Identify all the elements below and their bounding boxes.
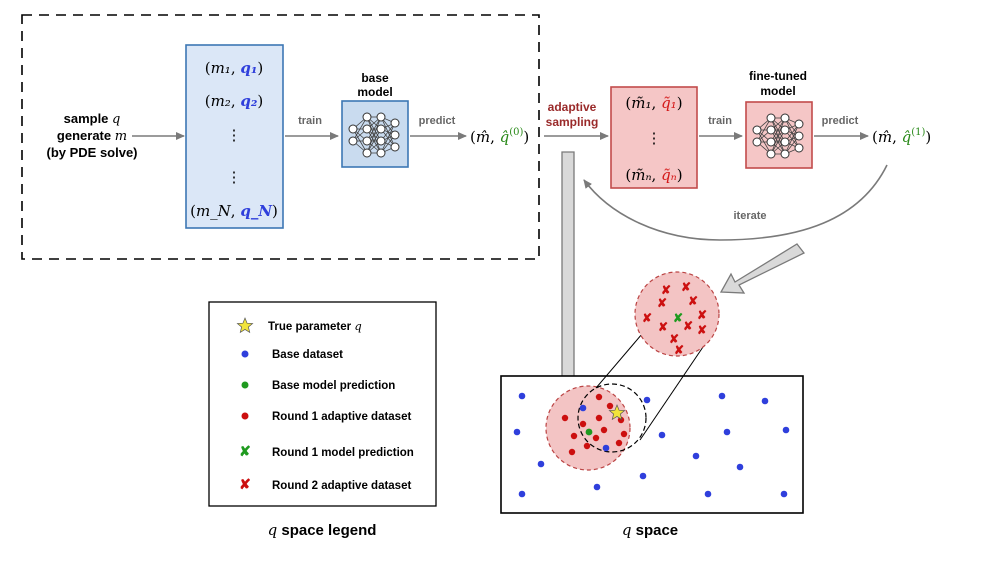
zoom-line-2 — [639, 343, 706, 441]
svg-text:sample q: sample q — [64, 111, 121, 127]
svg-text:generate m: generate m — [57, 128, 127, 144]
svg-text:Round 1 model prediction: Round 1 model prediction — [272, 447, 414, 459]
svg-text:(m̃ₙ, q̃ₙ): (m̃ₙ, q̃ₙ) — [625, 166, 682, 184]
fine-tuned-model-label: fine-tuned — [749, 69, 807, 83]
green-x-icon: ✘ — [239, 443, 251, 459]
iterate-arrow — [583, 164, 888, 241]
base-dataset-entries: (m₁, q₁) (m₂, q₂) ⋮ ⋮ (m_N, q_N) — [190, 59, 278, 220]
svg-text:✘: ✘ — [683, 319, 693, 333]
svg-text:(m_N, q_N): (m_N, q_N) — [190, 202, 278, 220]
svg-text:✘: ✘ — [658, 320, 668, 334]
red-x-icon: ✘ — [239, 476, 251, 492]
svg-text:✘: ✘ — [669, 332, 679, 346]
qspace-round1-points — [561, 393, 628, 456]
predict-label-base: predict — [419, 115, 456, 127]
green-dot-icon — [241, 381, 249, 389]
legend-box — [208, 301, 437, 507]
zoom-line-1 — [595, 333, 643, 389]
base-dataset-box — [185, 44, 284, 229]
base-model-prediction-point — [585, 428, 593, 436]
base-training-region — [21, 14, 540, 260]
adaptive-dataset-box — [610, 86, 698, 189]
round1-adaptive-region — [545, 385, 631, 471]
train-label-base: train — [298, 115, 322, 127]
adaptive-dataset-entries: (m̃₁, q̃₁) ⋮ (m̃ₙ, q̃ₙ) — [625, 94, 682, 184]
svg-text:✘: ✘ — [674, 343, 684, 357]
base-model-output: (m̂, q̂(0)) — [470, 127, 529, 146]
svg-text:Round 2 adaptive dataset: Round 2 adaptive dataset — [272, 480, 411, 492]
svg-text:⋮: ⋮ — [227, 126, 242, 144]
svg-text:(m₁, q₁): (m₁, q₁) — [205, 59, 264, 77]
qspace-base-points — [513, 392, 790, 498]
adaptive-sampling-label: adaptive — [548, 100, 597, 114]
qspace-caption: q space — [622, 521, 678, 539]
legend-caption: q space legend — [268, 521, 377, 539]
svg-text:✘: ✘ — [681, 280, 691, 294]
svg-text:Round 1 adaptive dataset: Round 1 adaptive dataset — [272, 411, 411, 423]
svg-text:✘: ✘ — [688, 294, 698, 308]
base-model-label-2: model — [357, 85, 392, 99]
true-parameter-star — [608, 404, 626, 421]
svg-text:✘: ✘ — [642, 311, 652, 325]
red-dot-icon — [241, 412, 249, 420]
adaptive-to-qspace-arrow — [551, 151, 585, 401]
svg-text:Base dataset: Base dataset — [272, 349, 343, 361]
round2-adaptive-points: ✘✘ ✘✘ ✘✘ ✘✘ ✘✘ ✘ — [642, 280, 707, 357]
svg-text:(m̃₁, q̃₁): (m̃₁, q̃₁) — [625, 94, 682, 112]
predict-label-finetune: predict — [822, 115, 859, 127]
svg-text:✘: ✘ — [697, 323, 707, 337]
svg-text:⋮: ⋮ — [227, 168, 242, 186]
zoom-focus-circle — [577, 383, 647, 453]
round2-zoom-region — [634, 271, 720, 357]
svg-text:✘: ✘ — [697, 308, 707, 322]
adaptive-sampling-label-2: sampling — [546, 115, 599, 129]
base-model-label: base — [361, 71, 389, 85]
svg-text:(by PDE solve): (by PDE solve) — [46, 145, 137, 160]
iterate-label: iterate — [733, 210, 766, 222]
input-block: sample q generate m (by PDE solve) — [46, 111, 137, 160]
svg-text:✘: ✘ — [657, 296, 667, 310]
blue-dot-icon — [241, 350, 249, 358]
iterate-to-zoom-arrow — [719, 243, 806, 294]
qspace-box — [500, 375, 804, 514]
fine-tuned-model-label-2: model — [760, 84, 795, 98]
legend-items: True parameter q Base dataset Base model… — [236, 317, 414, 492]
round1-model-prediction-point: ✘ — [673, 311, 683, 325]
svg-text:⋮: ⋮ — [647, 129, 662, 147]
svg-text:True parameter q: True parameter q — [268, 319, 362, 333]
train-label-finetune: train — [708, 115, 732, 127]
svg-text:(m₂, q₂): (m₂, q₂) — [205, 92, 264, 110]
svg-text:Base model prediction: Base model prediction — [272, 380, 395, 392]
base-model-network-icon — [348, 112, 400, 158]
fine-tuned-output: (m̂, q̂(1)) — [872, 127, 931, 146]
yellow-star-icon — [236, 317, 254, 334]
svg-text:✘: ✘ — [661, 283, 671, 297]
fine-tuned-network-icon — [752, 113, 804, 159]
